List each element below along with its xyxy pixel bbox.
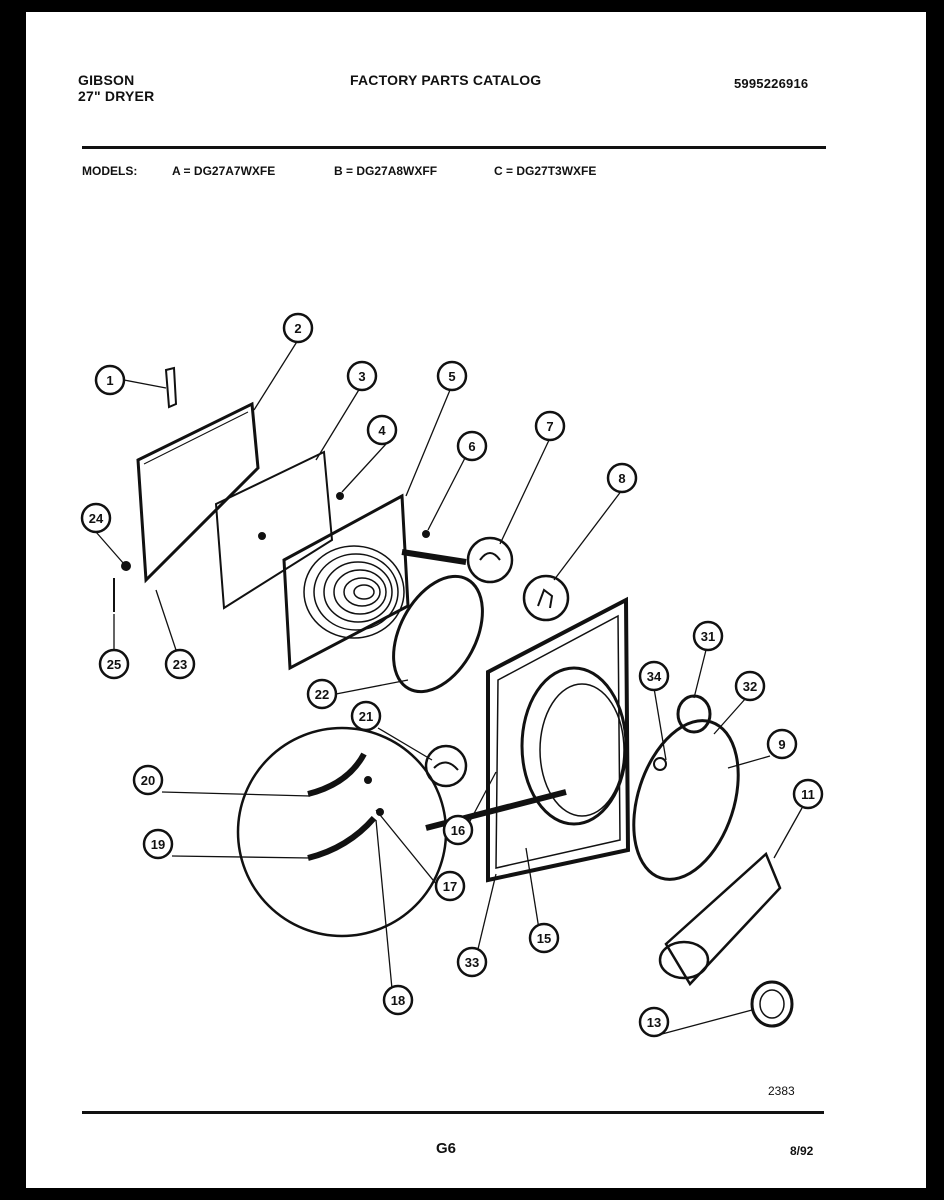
part-6-screw (422, 530, 430, 538)
front-panel-opening (520, 666, 628, 826)
callout-34: 34 (647, 669, 662, 684)
callout-2: 2 (294, 321, 301, 336)
part-5-inner-door (282, 493, 410, 671)
callout-17: 17 (443, 879, 457, 894)
model-a: A = DG27A7WXFE (172, 164, 276, 178)
part-13-grommet (750, 980, 794, 1028)
header-divider (82, 146, 826, 149)
exploded-parts-diagram: 1 2 3 4 5 6 7 8 24 25 23 22 31 34 32 9 1… (80, 312, 824, 1038)
callout-3: 3 (358, 369, 365, 384)
part-33-front-panel (486, 596, 631, 883)
part-34-clip (653, 757, 667, 771)
catalog-title: FACTORY PARTS CATALOG (350, 72, 542, 88)
callout-31: 31 (701, 629, 715, 644)
callout-24: 24 (89, 511, 104, 526)
callout-4: 4 (378, 423, 386, 438)
page-code: G6 (436, 1140, 457, 1157)
header-brand-block: GIBSON 27" DRYER (78, 72, 154, 104)
part-20-strip (307, 752, 367, 797)
product-name: 27" DRYER (78, 88, 155, 104)
footer-divider (82, 1111, 824, 1114)
part-21-screw-detail (424, 744, 468, 788)
catalog-date: 8/92 (790, 1144, 814, 1158)
part-4-screw (336, 492, 344, 500)
lint-screen-spiral (303, 545, 405, 639)
callout-18: 18 (391, 993, 405, 1008)
callout-7: 7 (546, 419, 553, 434)
callout-11: 11 (801, 787, 815, 802)
part-19-strip (307, 816, 377, 861)
callout-20: 20 (141, 773, 155, 788)
catalog-number: 5995226916 (734, 76, 809, 91)
detail-magnifier-circle (236, 726, 448, 938)
callout-32: 32 (743, 679, 757, 694)
model-c: C = DG27T3WXFE (494, 164, 597, 178)
brand-name: GIBSON (78, 72, 135, 88)
part-22-seal-ring (392, 574, 484, 694)
callout-19: 19 (151, 837, 165, 852)
part-2-door-outer (136, 401, 260, 584)
part-9-drum-ring (632, 719, 740, 881)
model-b: B = DG27A8WXFF (334, 164, 438, 178)
catalog-page: GIBSON 27" DRYER FACTORY PARTS CATALOG 5… (26, 12, 926, 1188)
diagram-id: 2383 (768, 1084, 795, 1098)
callout-16: 16 (451, 823, 465, 838)
part-8-hinge-detail (522, 574, 570, 622)
callout-23: 23 (173, 657, 187, 672)
callout-9: 9 (778, 737, 785, 752)
callout-13: 13 (647, 1015, 661, 1030)
callout-8: 8 (618, 471, 625, 486)
part-11-exhaust-duct (664, 851, 782, 987)
callout-15: 15 (537, 931, 551, 946)
callout-5: 5 (448, 369, 455, 384)
callout-1: 1 (106, 373, 113, 388)
callout-21: 21 (359, 709, 373, 724)
part-3-door-liner (214, 450, 334, 610)
callout-bubbles: 1 2 3 4 5 6 7 8 24 25 23 22 31 34 32 9 1… (80, 312, 824, 1038)
part-31-lens (676, 694, 712, 734)
callout-6: 6 (468, 439, 475, 454)
callout-33: 33 (465, 955, 479, 970)
models-label: MODELS: (82, 164, 138, 178)
callout-25: 25 (107, 657, 121, 672)
leader-lines (95, 339, 803, 1035)
callout-22: 22 (315, 687, 329, 702)
part-7-hinge-detail (466, 536, 514, 584)
part-1-clip (164, 366, 178, 409)
